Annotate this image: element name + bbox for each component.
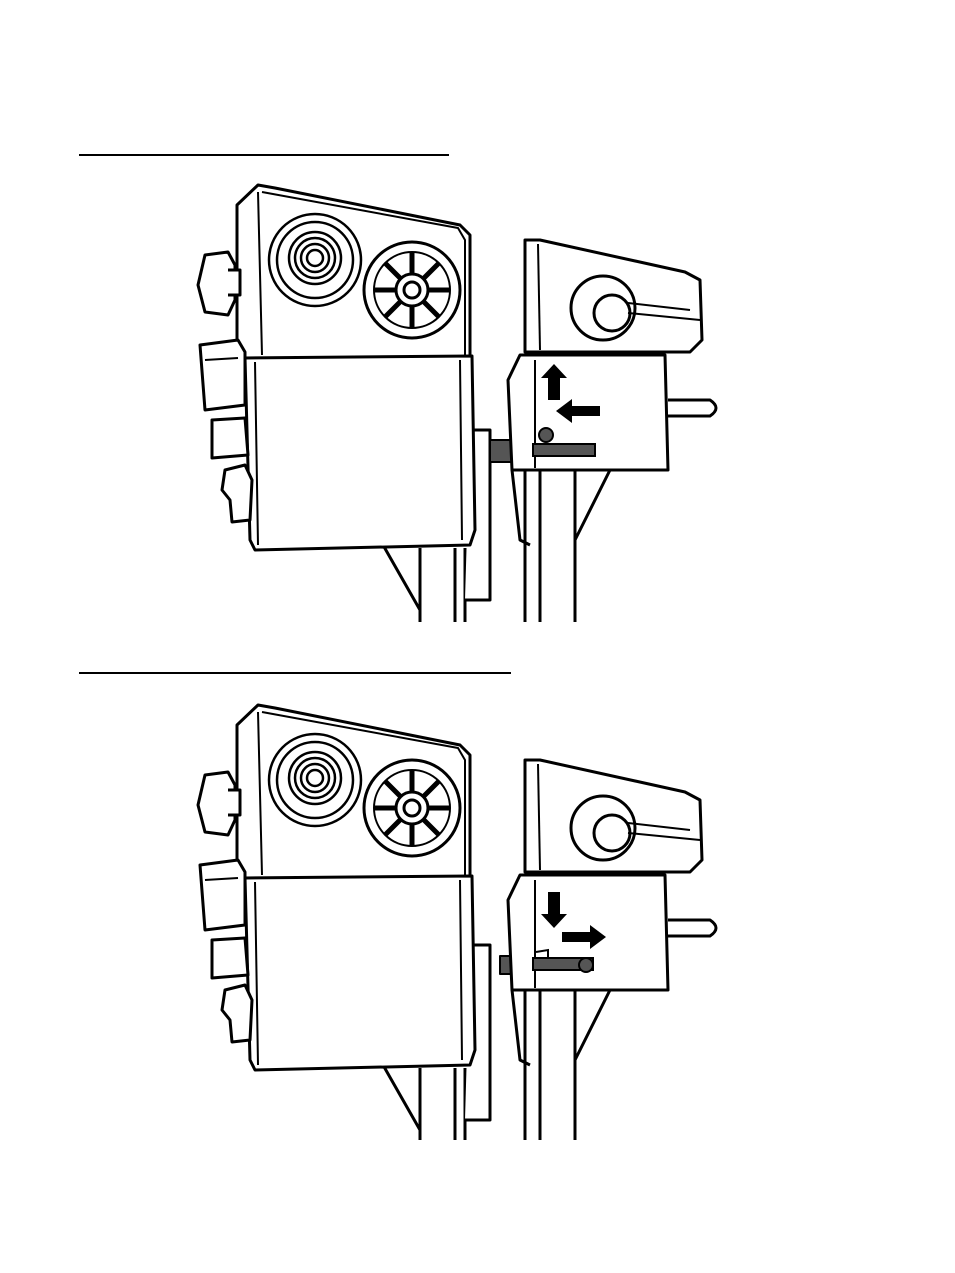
side-lever-1 bbox=[200, 340, 245, 410]
locking-pin-knob-top bbox=[539, 428, 553, 442]
figure-top bbox=[0, 0, 955, 640]
left-body-lower-b bbox=[245, 876, 475, 1070]
left-body-lower bbox=[245, 356, 475, 550]
side-lever-2 bbox=[222, 465, 252, 522]
right-handle-top bbox=[668, 400, 716, 416]
side-knob-2 bbox=[212, 418, 248, 458]
left-column bbox=[383, 545, 465, 622]
spoked-wheel-bottom bbox=[364, 760, 460, 856]
locking-pin-bar-top bbox=[533, 444, 595, 456]
connecting-bolt-top bbox=[490, 440, 512, 462]
machine-illustration-bottom bbox=[0, 640, 955, 1273]
spoked-wheel-top bbox=[364, 242, 460, 338]
figure-bottom bbox=[0, 640, 955, 1273]
locking-pin-knob-bottom bbox=[579, 958, 593, 972]
machine-illustration-top bbox=[0, 0, 955, 640]
right-column bbox=[525, 470, 610, 622]
